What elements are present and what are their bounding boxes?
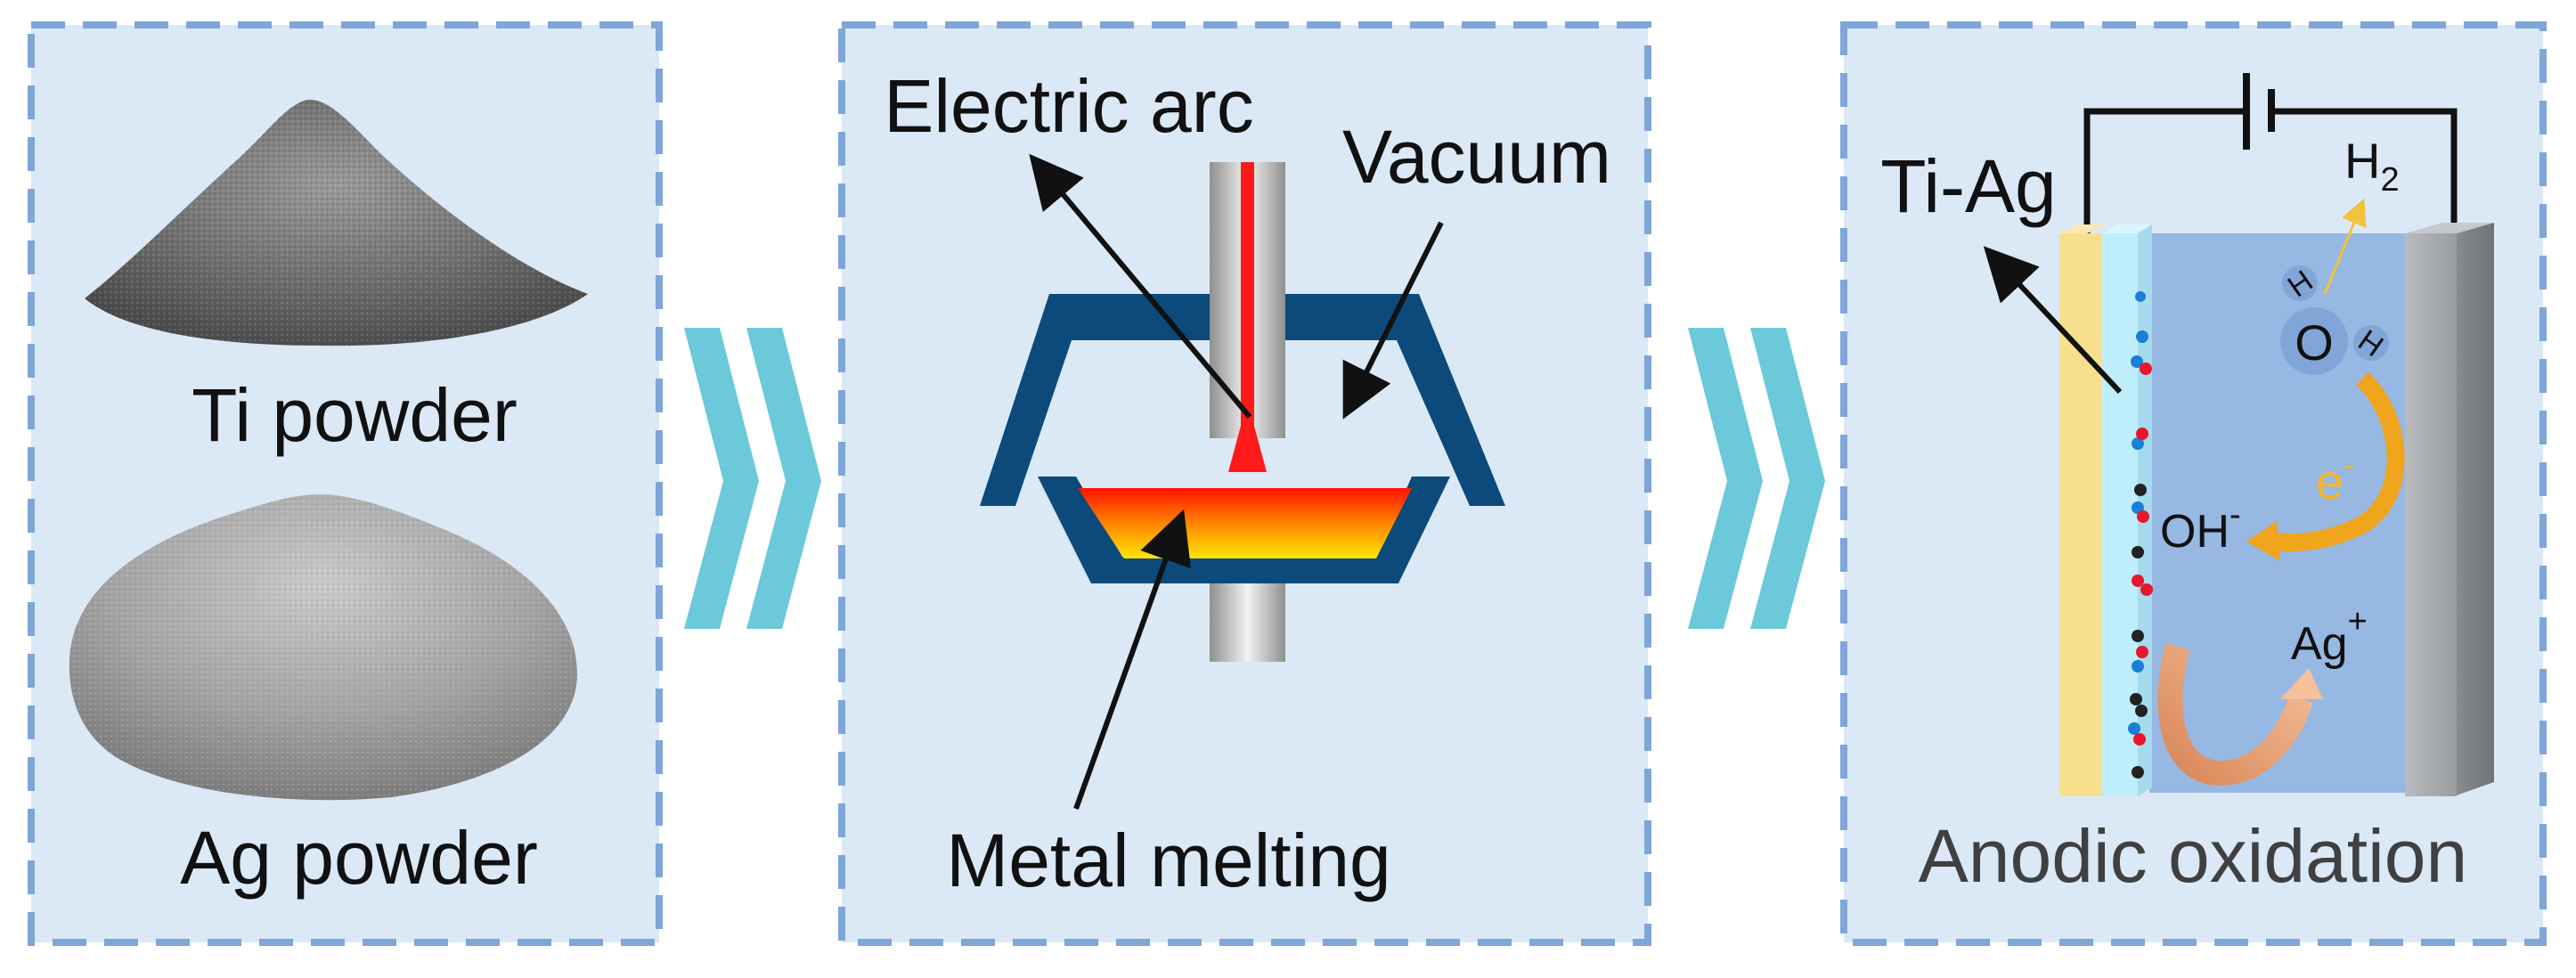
- ti-powder-label: Ti powder: [192, 373, 518, 457]
- hydroxide-label: OH-: [2160, 496, 2241, 558]
- oxide-particles: [2128, 291, 2153, 778]
- metal-melting-label: Metal melting: [946, 819, 1391, 902]
- ag-powder-heap: [69, 494, 578, 801]
- power-supply-circuit: [2083, 73, 2458, 233]
- chevron-arrow-icon: [1688, 328, 1825, 629]
- ti-powder-heap: [85, 99, 588, 346]
- counter-electrode: [2405, 223, 2494, 796]
- ag-powder-label: Ag powder: [180, 816, 538, 900]
- melting-leader-arrow: [1073, 509, 1191, 811]
- panel-arc-melting: Electric arc Vacuum Metal melting: [838, 21, 1651, 946]
- h2-label: H2: [2344, 133, 2400, 199]
- silver-ion-release-arrow: [2157, 643, 2323, 786]
- silver-ion-label: Ag+: [2291, 603, 2368, 670]
- h2-release-arrow: [2323, 198, 2367, 295]
- electrolyte: [2149, 233, 2458, 793]
- electric-arc-icon: [1228, 162, 1267, 472]
- water-o-label: O: [2295, 314, 2334, 371]
- electron-label: e-: [2316, 446, 2354, 509]
- ti-ag-substrate: [2059, 224, 2107, 796]
- chevron-arrow-icon: [684, 328, 821, 629]
- ti-ag-label: Ti-Ag: [1880, 144, 2057, 228]
- ti-ag-leader-arrow: [1983, 246, 2123, 395]
- arc-leader-arrow: [1029, 153, 1252, 419]
- molten-metal: [1078, 488, 1412, 558]
- electric-arc-label: Electric arc: [884, 64, 1253, 148]
- anodic-oxidation-caption: Anodic oxidation: [1919, 814, 2467, 898]
- panel-raw-powders: Ti powder Ag powder: [28, 21, 663, 946]
- water-molecule: O H H: [2280, 264, 2389, 375]
- vacuum-leader-arrow: [1342, 221, 1444, 420]
- electrode-rod-bottom: [1210, 583, 1285, 662]
- electron-transfer-arrow: [2246, 371, 2405, 561]
- panel-anodic-oxidation: O H H H2 e- OH- Ag+ Ti-Ag Anodic oxidati…: [1840, 21, 2547, 946]
- vacuum-label: Vacuum: [1342, 115, 1611, 199]
